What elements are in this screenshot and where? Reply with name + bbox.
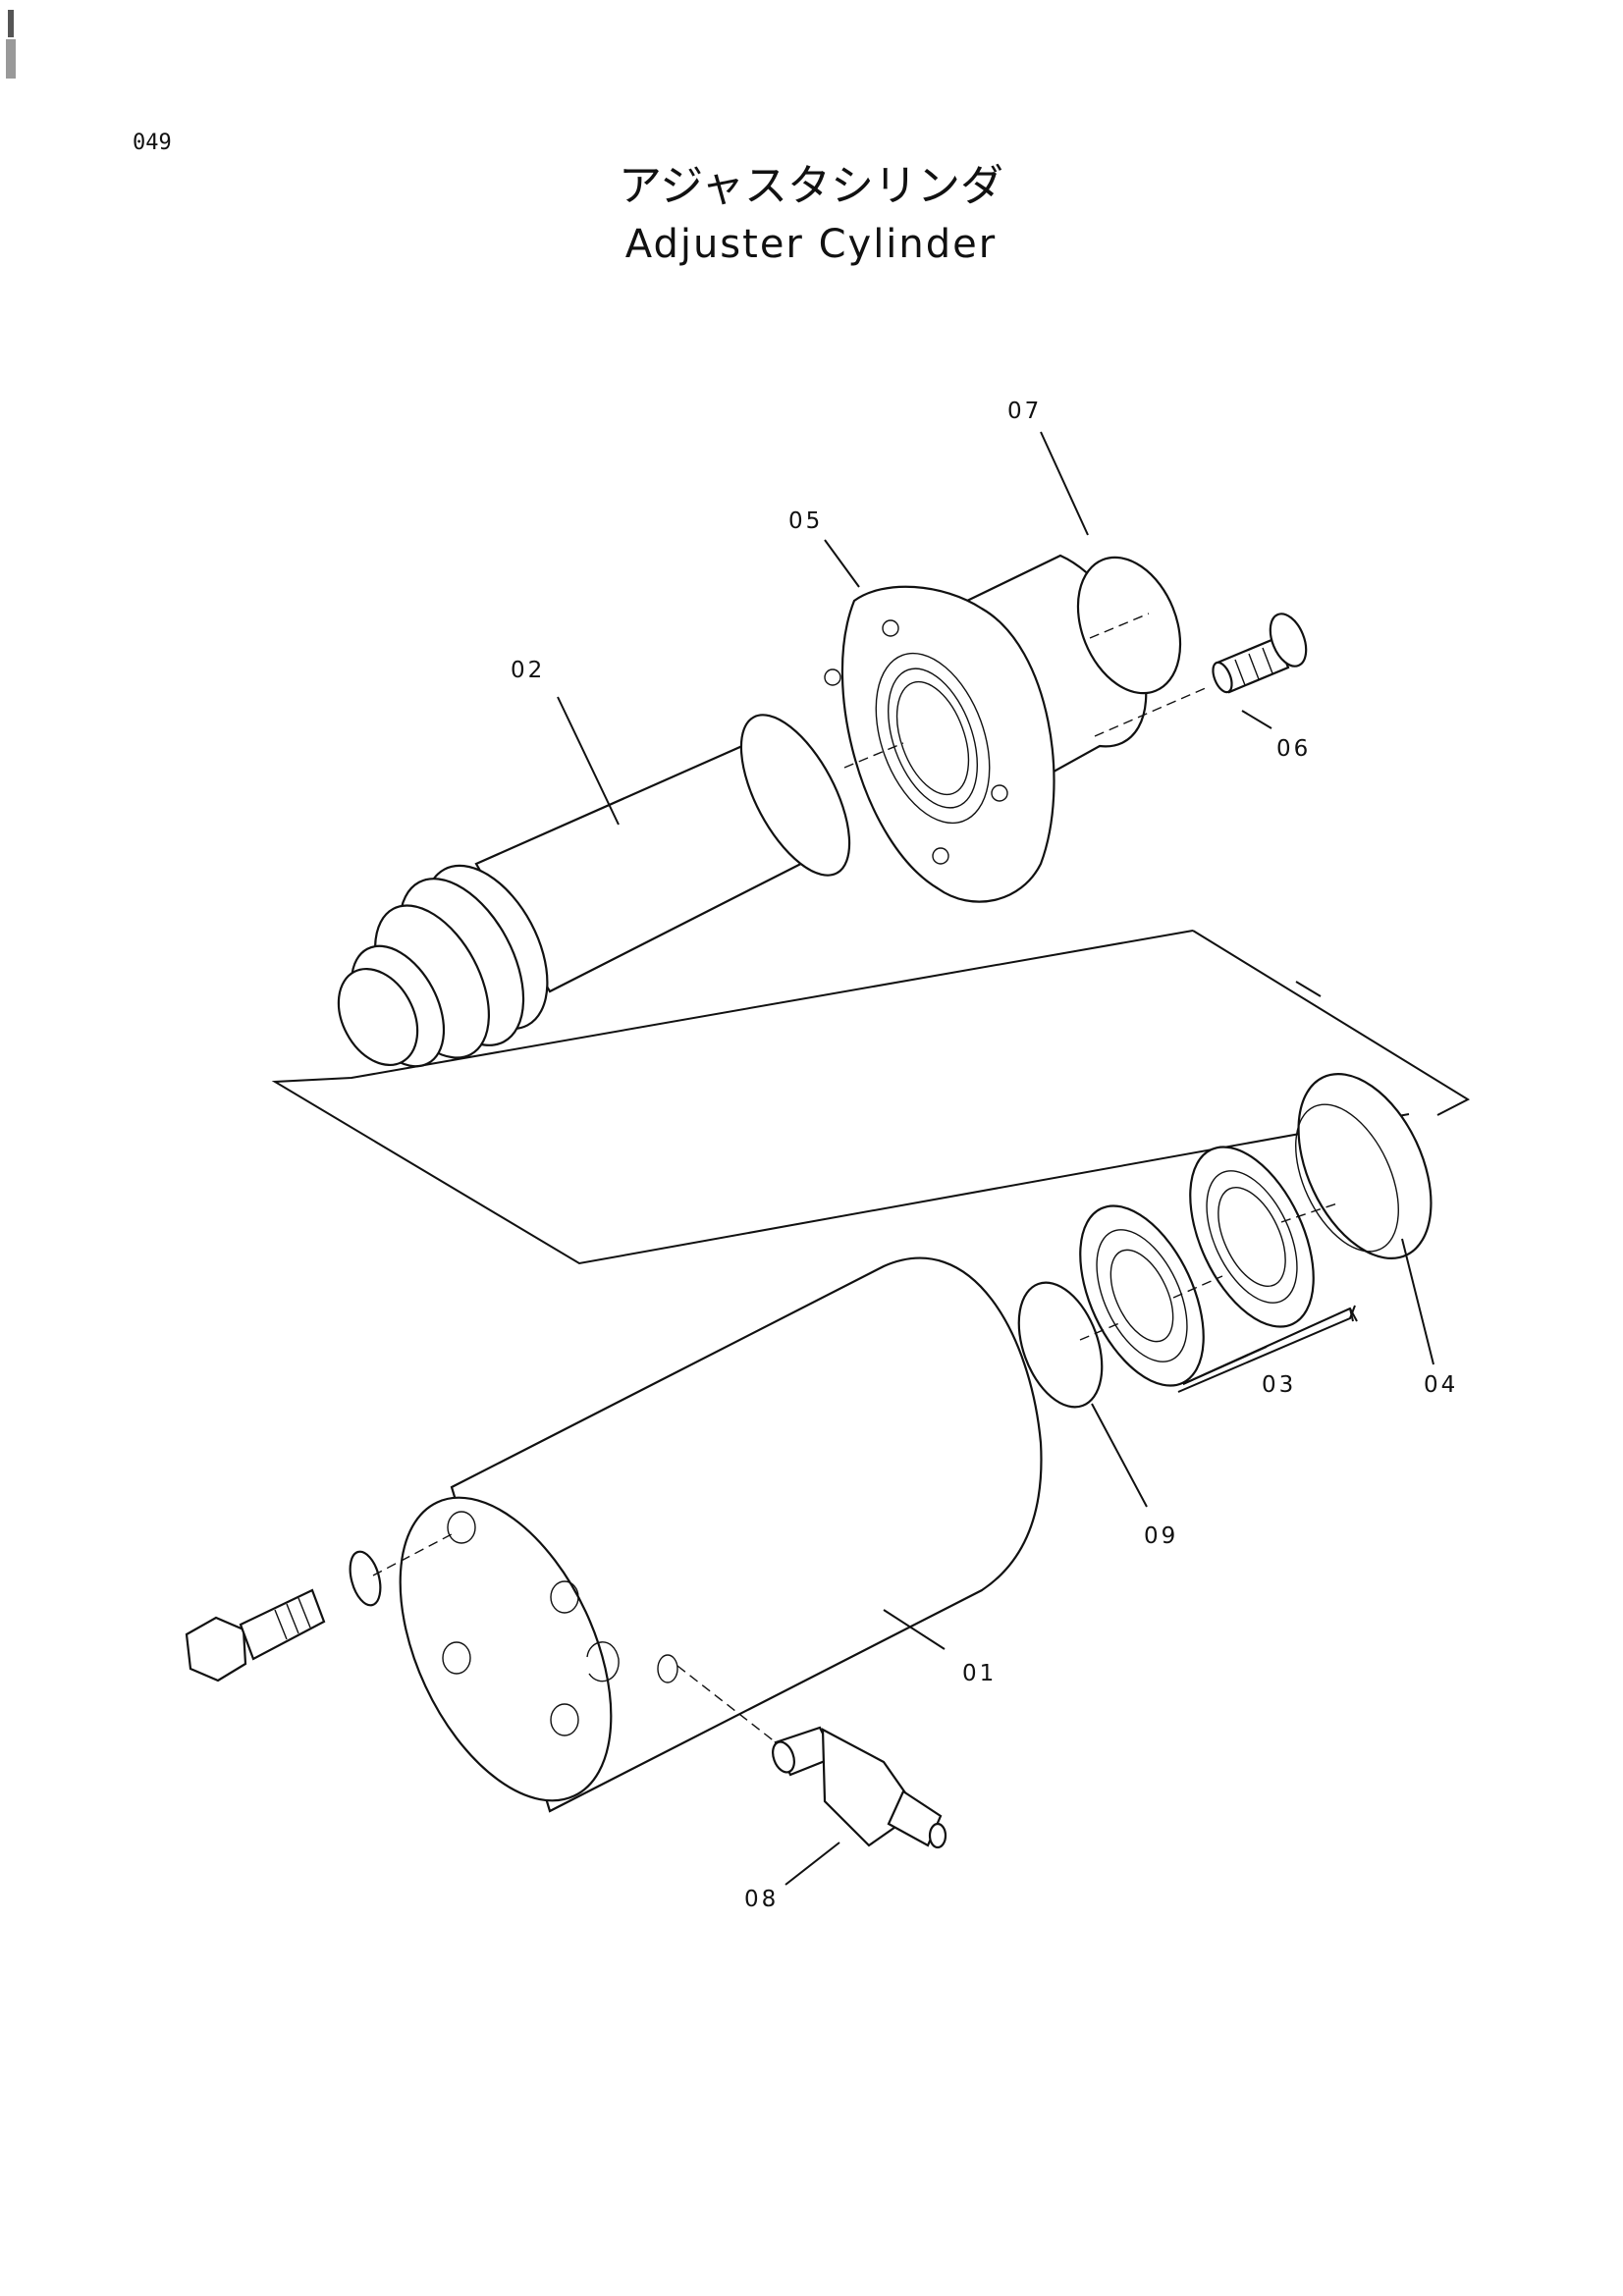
part-09-snap-ring xyxy=(1017,1281,1104,1409)
upper-frame-left xyxy=(271,930,1410,1265)
part-04-wear-ring xyxy=(1295,1073,1433,1259)
callout-02: 02 xyxy=(511,658,545,683)
title-english: Adjuster Cylinder xyxy=(625,222,997,267)
part-08-grease-fitting xyxy=(772,1726,947,1849)
part-06-screw xyxy=(1212,613,1308,694)
callout-03-bracket xyxy=(1177,1305,1356,1393)
callout-04: 04 xyxy=(1424,1372,1458,1398)
title-japanese: アジャスタシリンダ xyxy=(619,161,1003,211)
scan-marks xyxy=(6,10,16,79)
part-07-o-ring xyxy=(1076,556,1182,695)
callout-06: 06 xyxy=(1276,736,1311,762)
part-01-cylinder xyxy=(399,1256,1043,1813)
callout-09: 09 xyxy=(1144,1523,1178,1549)
page-number: 049 xyxy=(133,131,172,155)
callout-01: 01 xyxy=(962,1661,997,1686)
part-02-piston xyxy=(337,714,851,1068)
part-bolt-and-washer xyxy=(185,1550,382,1682)
upper-frame-right xyxy=(1192,930,1471,1116)
callout-08: 08 xyxy=(744,1887,779,1912)
callout-05: 05 xyxy=(788,508,823,534)
callout-03: 03 xyxy=(1262,1372,1296,1398)
callout-07: 07 xyxy=(1007,399,1042,424)
part-03-seal-kit xyxy=(1079,1146,1315,1387)
leader-lines xyxy=(372,431,1434,1886)
